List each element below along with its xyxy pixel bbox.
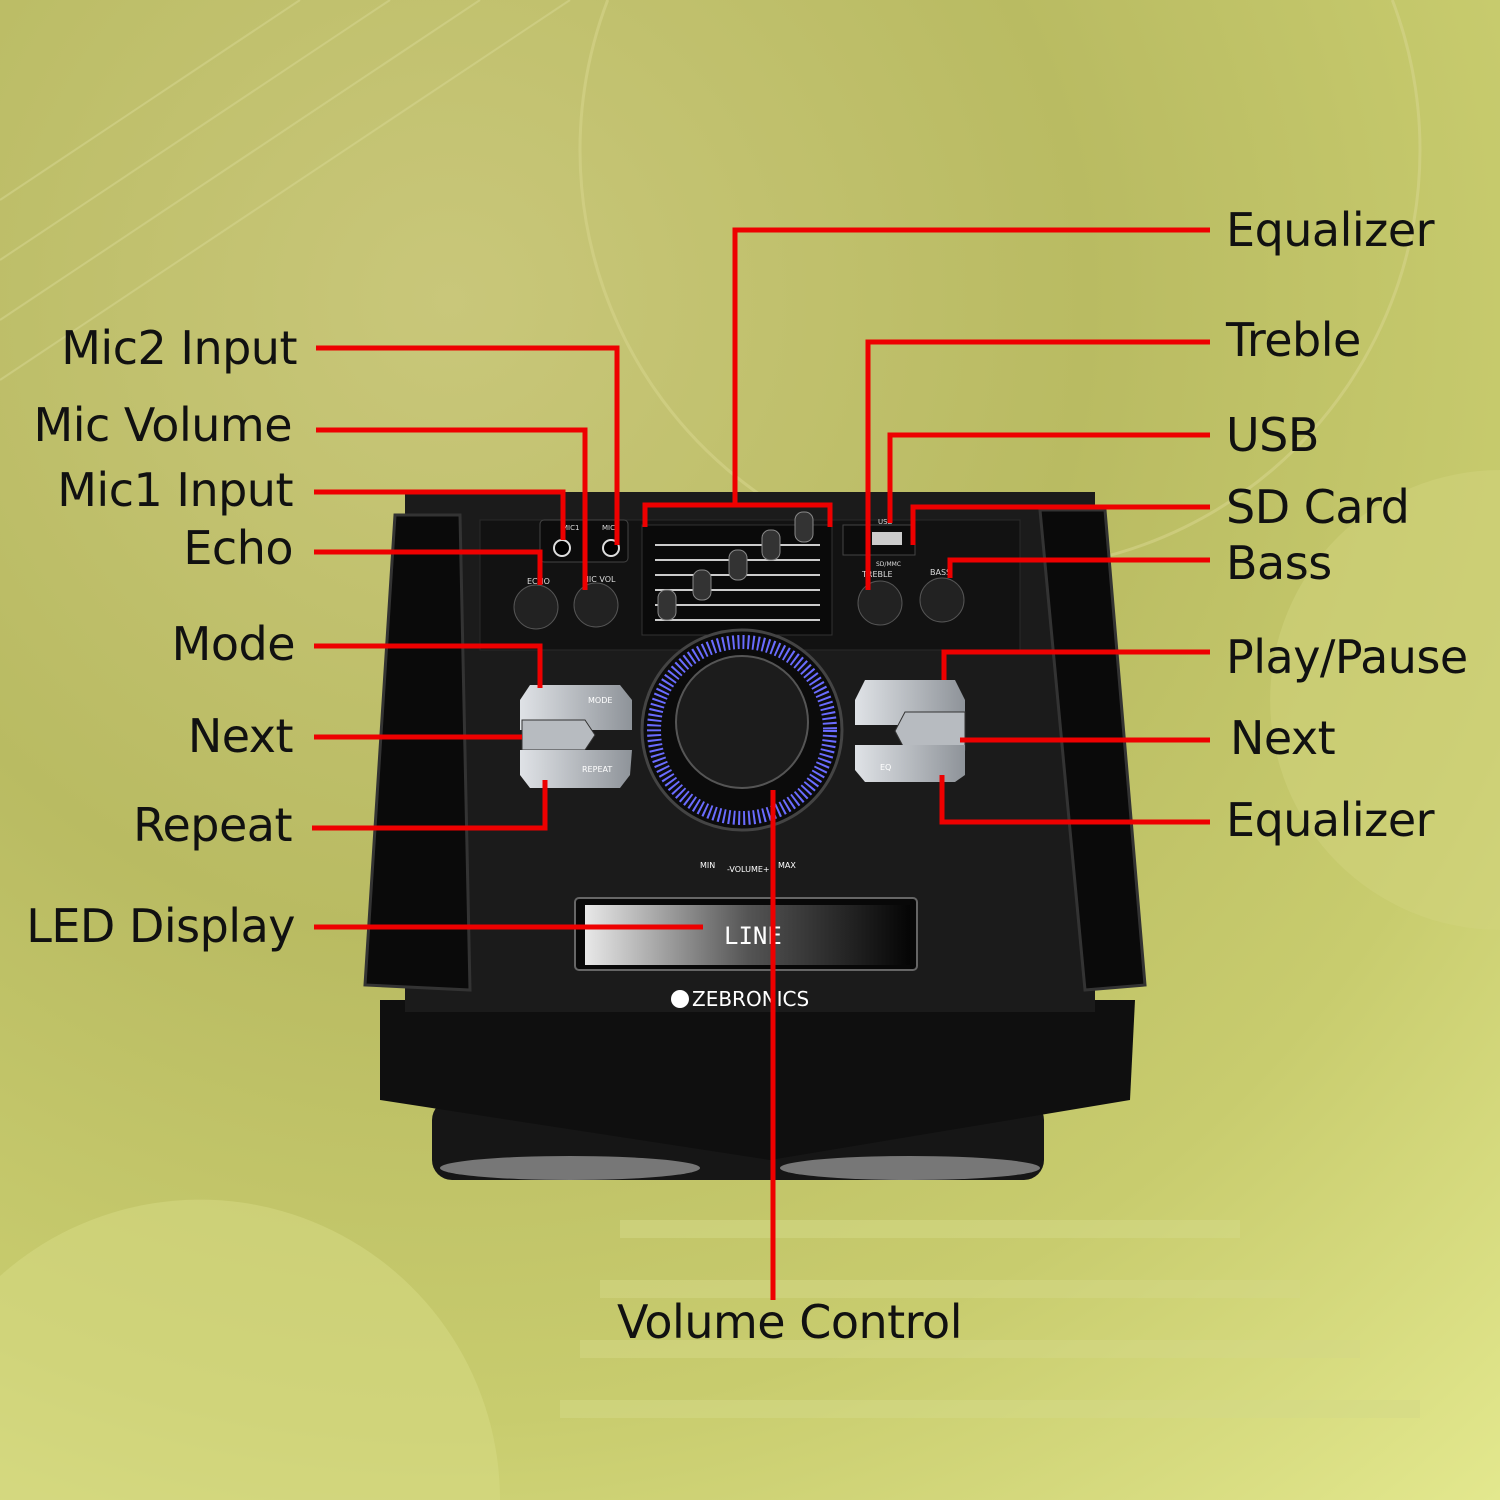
treble-knob[interactable] (857, 580, 903, 626)
micvol-print: MIC VOL (582, 575, 616, 584)
callout-line (947, 557, 1210, 578)
eq-print: EQ (880, 763, 891, 772)
echo-knob[interactable] (513, 584, 559, 630)
label-bass: Bass (1226, 536, 1332, 590)
callout-line (910, 504, 1210, 545)
usb-port[interactable] (872, 532, 902, 545)
eq-slider[interactable] (761, 529, 781, 561)
bass-print: BASS (930, 568, 951, 577)
eq-slider[interactable] (692, 569, 712, 601)
callout-line (642, 502, 833, 527)
callout-line (865, 339, 1210, 590)
bass-knob[interactable] (919, 577, 965, 623)
mic-volume-knob[interactable] (573, 582, 619, 628)
eq-slider[interactable] (728, 549, 748, 581)
label-usb: USB (1226, 408, 1319, 462)
label-echo: Echo (183, 521, 293, 575)
mode-button[interactable] (520, 685, 632, 730)
callout-line (941, 649, 1210, 680)
led-display (585, 905, 910, 965)
label-led-display: LED Display (26, 899, 295, 953)
label-next-right: Next (1230, 711, 1336, 765)
callout-line (939, 775, 1210, 825)
callout-line (887, 432, 1210, 523)
label-equalizer-top: Equalizer (1226, 203, 1435, 257)
callout-line (732, 227, 1210, 505)
treble-print: TREBLE (861, 570, 893, 579)
callout-line (314, 549, 543, 585)
brand-logo: ZEBRONICS (692, 987, 809, 1011)
usb-print: USB (878, 518, 893, 526)
brand-logo-icon (671, 990, 689, 1008)
label-volume-control: Volume Control (617, 1295, 963, 1349)
eq-button[interactable] (855, 745, 965, 782)
repeat-button[interactable] (520, 750, 632, 788)
mic2-print: MIC (602, 524, 615, 532)
led-ring (647, 635, 837, 825)
volume-print: -VOLUME+ (727, 865, 770, 874)
label-play-pause: Play/Pause (1226, 630, 1468, 684)
max-print: MAX (778, 861, 796, 870)
label-mode: Mode (171, 617, 296, 671)
label-mic-volume: Mic Volume (33, 398, 293, 452)
label-mic2-input: Mic2 Input (61, 321, 297, 375)
eq-slider[interactable] (794, 511, 814, 543)
label-repeat: Repeat (133, 798, 292, 852)
label-sd-card: SD Card (1226, 480, 1410, 534)
mic1-print: MIC1 (562, 524, 579, 532)
label-treble: Treble (1226, 313, 1361, 367)
label-mic1-input: Mic1 Input (57, 463, 293, 517)
repeat-print: REPEAT (582, 765, 612, 774)
callout-line (314, 643, 543, 688)
callout-line (316, 345, 620, 545)
min-print: MIN (700, 861, 715, 870)
eq-slider[interactable] (657, 589, 677, 621)
callout-line (314, 489, 566, 540)
volume-knob[interactable] (675, 655, 809, 789)
label-next-left: Next (187, 709, 294, 763)
label-equalizer-bottom: Equalizer (1226, 793, 1435, 847)
previous-button[interactable] (521, 719, 596, 751)
callout-line (312, 780, 548, 831)
mode-print: MODE (588, 696, 612, 705)
callout-line (316, 427, 588, 590)
sd-print: SD/MMC (876, 561, 901, 568)
